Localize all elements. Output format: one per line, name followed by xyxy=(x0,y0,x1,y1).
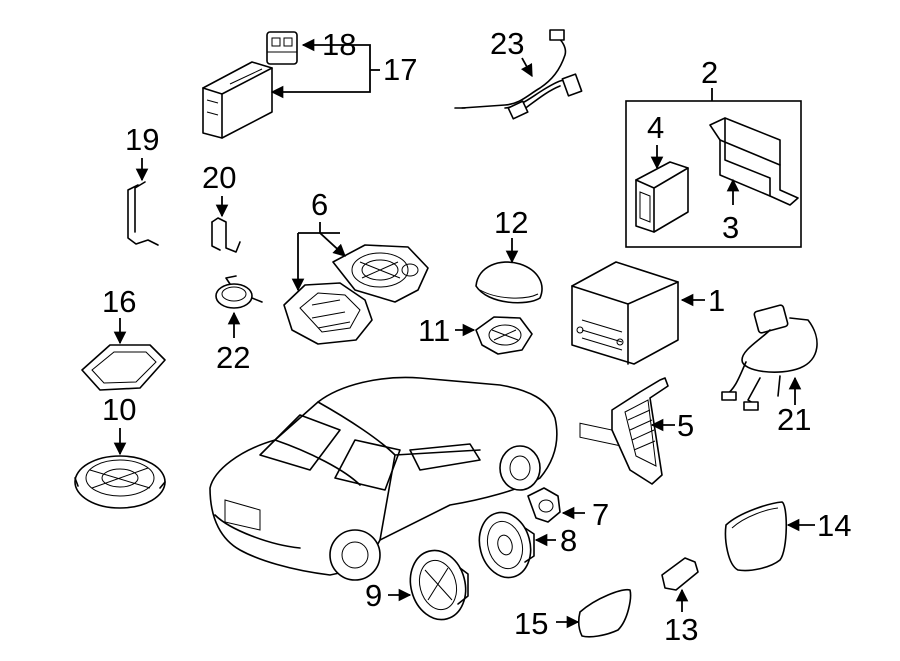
callout-15: 15 xyxy=(514,606,548,641)
callout-18: 18 xyxy=(322,27,356,62)
part-15-cover xyxy=(577,588,632,638)
part-22-tweeter xyxy=(215,275,263,309)
callout-2: 2 xyxy=(701,55,718,90)
part-8-speaker xyxy=(478,511,535,579)
part-14-panel xyxy=(724,501,788,572)
leader-6b xyxy=(319,232,346,257)
part-5-grille xyxy=(611,377,669,485)
part-23-harness xyxy=(454,29,583,120)
callout-10: 10 xyxy=(102,392,136,427)
callout-7: 7 xyxy=(592,497,609,532)
callout-8: 8 xyxy=(560,523,577,558)
callout-17: 17 xyxy=(383,52,417,87)
callout-4: 4 xyxy=(647,110,664,145)
part-21-harness xyxy=(721,304,818,411)
part-3-bracket xyxy=(709,117,799,206)
part-17-module xyxy=(202,61,273,139)
part-9-speaker xyxy=(409,549,469,621)
callout-20: 20 xyxy=(202,160,236,195)
callout-9: 9 xyxy=(365,578,382,613)
part-10-subwoofer xyxy=(74,455,166,509)
car-body xyxy=(209,376,558,581)
part-6-left-grille xyxy=(283,282,373,345)
part-19-bracket xyxy=(127,181,159,246)
callout-6: 6 xyxy=(311,187,328,222)
part-4-bezel xyxy=(635,161,689,233)
part-16-pad xyxy=(81,344,166,391)
callout-14: 14 xyxy=(817,508,851,543)
callout-22: 22 xyxy=(216,340,250,375)
part-20-bracket xyxy=(211,217,241,253)
callout-23: 23 xyxy=(490,26,524,61)
part-11-grille xyxy=(475,316,533,355)
callout-21: 21 xyxy=(777,402,811,437)
leader-23 xyxy=(520,57,533,78)
part-13-cover xyxy=(661,557,699,591)
callout-11: 11 xyxy=(418,313,450,348)
callout-1: 1 xyxy=(708,283,725,318)
part-12-cover xyxy=(475,261,543,304)
callout-16: 16 xyxy=(102,284,136,319)
part-7-tweeter xyxy=(527,487,561,523)
part-6-right-grille xyxy=(332,244,429,303)
callout-3: 3 xyxy=(722,210,739,245)
bracket-17 xyxy=(360,44,371,93)
part-18-plug xyxy=(266,31,298,65)
callout-19: 19 xyxy=(125,122,159,157)
callout-12: 12 xyxy=(494,205,528,240)
part-2-box xyxy=(625,100,802,248)
callout-13: 13 xyxy=(664,612,698,647)
callout-5: 5 xyxy=(677,408,694,443)
